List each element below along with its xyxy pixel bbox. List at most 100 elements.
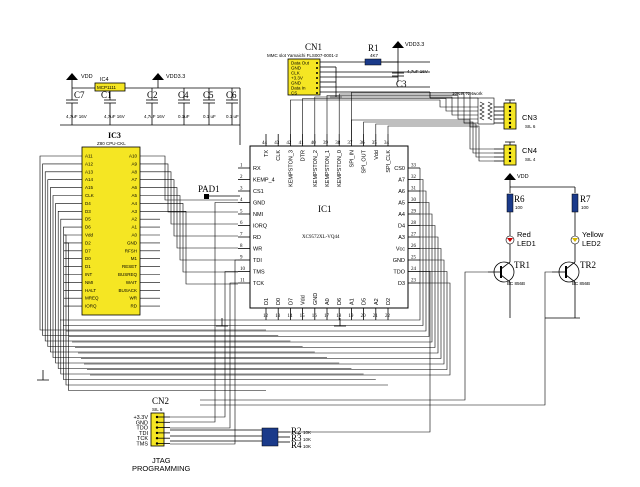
ic1-pin-num-28: 28 (411, 221, 417, 226)
ic3-pin-right-16: WAIT (126, 280, 137, 285)
cap-c5: C5 0.1 uF (203, 88, 216, 125)
ic3-z80: IC3 Z80 CPU-CKL A11A12A13A14A15CLKD4D3D5… (64, 131, 160, 316)
cap-c7: C7 4,7uF 16V (66, 88, 87, 125)
cn1-pin-1: GND (291, 66, 302, 71)
ic1-pin-name-42: KEMPSTON_3 (288, 150, 294, 187)
jtag-label-line2: PROGRAMMING (132, 464, 191, 473)
ic1-pin-num-2: 2 (240, 175, 243, 180)
ic1-pin-name-15: Vdd (301, 295, 307, 305)
ic3-pin-right-2: A8 (131, 169, 137, 174)
ic1-pin-num-22: 22 (385, 314, 391, 319)
r7-value: 100 (581, 205, 589, 210)
ic3-pin-left-12: D7 (85, 248, 91, 253)
ic1-pin-name-34: SPI_CLK (386, 150, 392, 173)
ic3-pin-left-16: NMI (85, 280, 93, 285)
ic1-pin-name-29: A4 (398, 212, 405, 218)
ic1-pin-num-7: 7 (240, 233, 243, 238)
ic1-pin-name-14: D7 (288, 298, 294, 305)
ic1-pin-name-12: D1 (264, 298, 270, 305)
ic3-pin-right-15: BUSREQ (118, 272, 138, 277)
cap-c6: C6 0.1 uF (226, 88, 239, 125)
ic3-body (81, 146, 141, 316)
cn1-pin-3: +3.3V (291, 76, 303, 81)
ic3-pin-right-19: RD (131, 304, 138, 309)
r3-value: 10K (303, 437, 311, 442)
r6-ref: R6 (514, 194, 525, 204)
ic1-pin-name-17: A0 (325, 298, 331, 305)
led1-color: Red (517, 230, 531, 239)
cn1-pin-4: GND (291, 81, 302, 86)
cn1-pin-2: CLK (291, 71, 300, 76)
ic3-pin-left-4: A15 (85, 185, 94, 190)
cn4-connector: CN4 SIL 4 (494, 141, 537, 166)
cap-c1-value: 4,7uF 16V (104, 114, 125, 119)
tr2-ref: TR2 (580, 260, 596, 270)
ic4-ref: IC4 (100, 77, 109, 83)
ic1-pin-num-23: 23 (411, 279, 417, 284)
ic3-part: Z80 CPU-CKL (97, 141, 126, 146)
r7-ref: R7 (580, 194, 591, 204)
ic1-pin-name-41: DTR (301, 150, 307, 161)
pad1-ref: PAD1 (198, 184, 220, 194)
cn2-body (150, 412, 165, 447)
c3-ref: C3 (396, 79, 407, 89)
ic1-pin-name-28: D4 (398, 224, 405, 230)
ic1-pin-num-24: 24 (411, 267, 417, 272)
ic3-pin-right-1: A9 (131, 161, 137, 166)
svg-text:VDD: VDD (517, 174, 529, 180)
cn2-pin-5: TMS (136, 442, 148, 448)
cn3-connector: CN3 SIL 6 (494, 99, 537, 130)
ic1-pin-num-9: 9 (240, 256, 243, 261)
ic1-pin-num-5: 5 (240, 210, 243, 215)
ic3-pin-left-17: HALT (85, 288, 96, 293)
ic3-pin-right-9: A1 (131, 225, 137, 230)
ic1-pin-num-32: 32 (411, 175, 417, 180)
cap-c5-value: 0.1 uF (203, 114, 216, 119)
ic3-pin-right-3: A7 (131, 177, 137, 182)
svg-text:VDD3.3: VDD3.3 (405, 42, 424, 48)
ic1-pin-num-25: 25 (411, 256, 417, 261)
ic1-pin-name-40: KEMPSTON_2 (313, 150, 319, 187)
ic3-pin-left-0: A11 (85, 154, 93, 159)
ic3-pin-left-19: IORQ (85, 304, 97, 309)
cn2-pin-1: GND (136, 420, 148, 426)
ic1-part: XC9572XL-VQ44 (302, 235, 340, 240)
ic1-pin-num-20: 20 (361, 314, 367, 319)
ic1-pin-name-35: Vdd (374, 150, 380, 160)
cap-c1: C1 4,7uF 16V (101, 90, 125, 125)
ic1-pin-num-35: 35 (372, 141, 378, 146)
cn4-ref: CN4 (522, 146, 537, 155)
r4-value: 10K (303, 444, 311, 449)
ic1-pin-num-34: 34 (384, 141, 390, 146)
ic1-pin-num-29: 29 (411, 210, 417, 215)
ic3-pin-right-13: M1 (131, 256, 138, 261)
vdd33-arrow-icon (152, 73, 164, 80)
ic1-pin-num-37: 37 (347, 141, 353, 146)
ic1-body (249, 145, 409, 309)
wiring (37, 92, 552, 445)
vdd33-top-arrow-icon (392, 41, 404, 48)
ic3-pin-right-8: A2 (131, 217, 137, 222)
r4-ref: R4 (291, 440, 302, 450)
cn1-desc: MMC slot Yamaichi FLS007-0001-2 (267, 53, 338, 58)
ic1-pin-name-32: A7 (398, 178, 405, 184)
cn2-pin-4: TCK (137, 436, 148, 442)
ic1-pin-name-43: CLK (276, 150, 282, 161)
ic3-pin-left-15: INT (85, 272, 93, 277)
r2-value: 10K (303, 430, 311, 435)
cn2-pin-2: TDO (136, 426, 148, 432)
ic1-pin-name-33: CS0 (394, 166, 405, 172)
ic1-pin-name-3: CS1 (253, 189, 264, 195)
r6-value: 100 (515, 205, 523, 210)
r1-body (364, 58, 382, 66)
ic1-pin-num-13: 13 (275, 314, 281, 319)
ic3-pin-right-5: A5 (131, 193, 137, 198)
ic1-pin-num-16: 16 (312, 314, 318, 319)
led2-stage: R7 100 Yellow LED2 TR2 BC 856B (545, 193, 604, 319)
jtag-resistor-pack (261, 427, 279, 447)
ic4-part: MCP1111 (97, 85, 117, 90)
cap-c1-ref: C1 (101, 90, 112, 100)
ic1-pin-name-11: TCK (253, 281, 264, 287)
ic1-pin-num-6: 6 (240, 221, 243, 226)
